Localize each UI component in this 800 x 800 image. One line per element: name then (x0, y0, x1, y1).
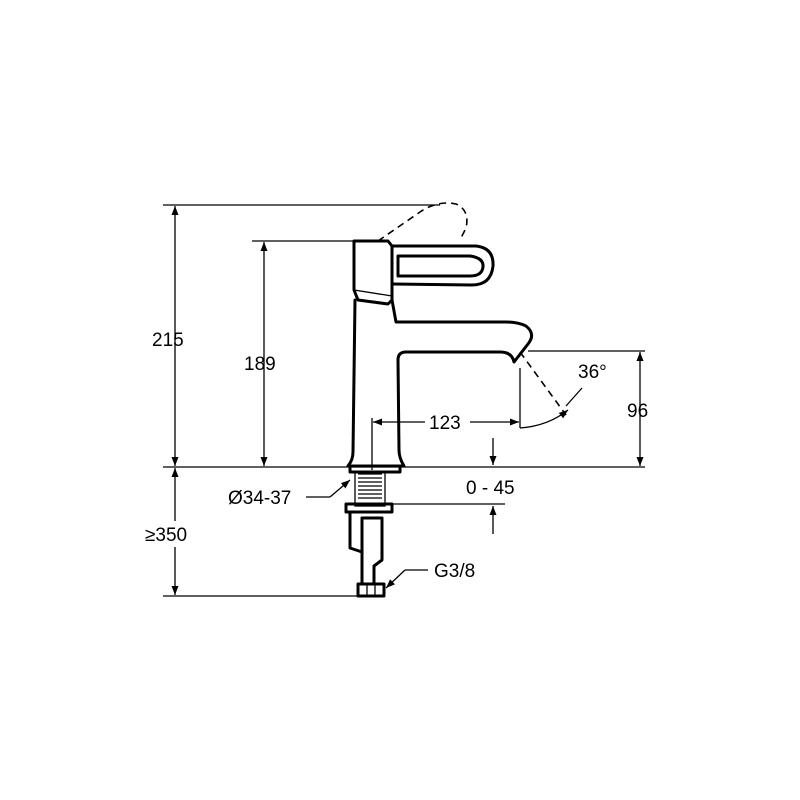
dim-deck-thickness-label: 0 - 45 (466, 478, 515, 499)
lever-open-position (377, 202, 468, 242)
dim-thread: G3/8 (385, 561, 475, 589)
dim-total-height-label: 215 (152, 330, 184, 351)
dim-deck-thickness: 0 - 45 (392, 438, 515, 534)
dim-spout-reach: 123 (371, 368, 521, 470)
dim-hole-diameter-label: Ø34-37 (228, 488, 291, 509)
dim-spout-angle-label: 36° (578, 362, 607, 383)
dim-hose-length-label: ≥350 (145, 525, 187, 546)
dim-spout-angle: 36° (519, 351, 607, 429)
dim-hose-length: ≥350 (140, 468, 358, 597)
dim-body-height-label: 189 (244, 354, 276, 375)
dim-total-height: 215 (152, 204, 440, 466)
dim-spout-height: 96 (528, 350, 648, 466)
dim-spout-height-label: 96 (627, 401, 648, 422)
dim-hole-diameter: Ø34-37 (228, 479, 351, 509)
dim-thread-label: G3/8 (434, 561, 475, 582)
dim-body-height: 189 (244, 240, 354, 466)
dim-spout-reach-label: 123 (429, 413, 461, 434)
mounting-assembly (344, 464, 402, 598)
